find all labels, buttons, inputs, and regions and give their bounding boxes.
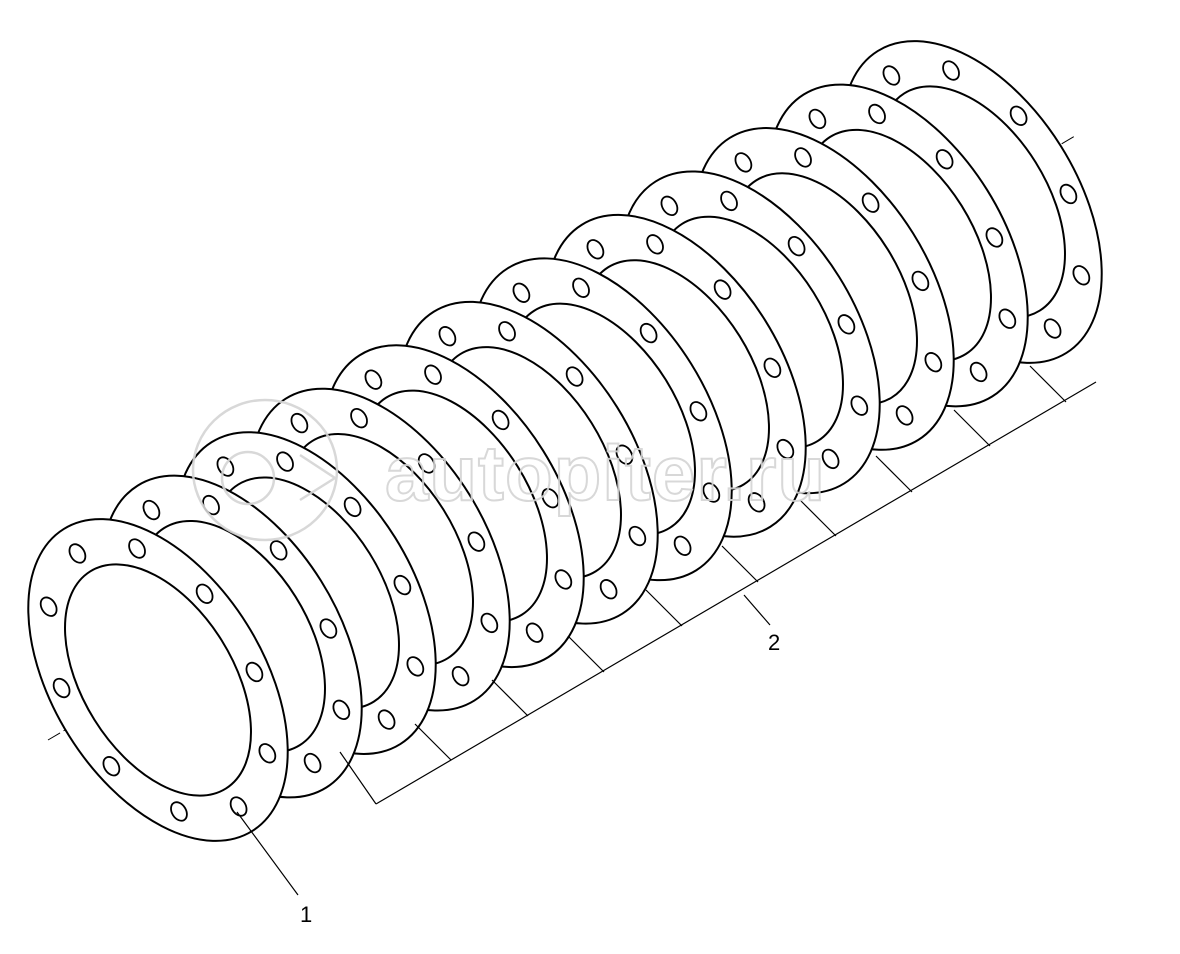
- bolt-hole: [68, 543, 87, 564]
- gasket-front: [27, 518, 289, 842]
- bolt-hole: [170, 801, 188, 822]
- bolt-hole: [628, 525, 647, 547]
- bolt-hole: [702, 482, 721, 503]
- bracket-tick: [721, 545, 759, 583]
- bolt-hole: [319, 618, 338, 639]
- bolt-hole: [52, 677, 71, 699]
- bolt-hole: [377, 709, 396, 730]
- watermark-logo-arrow: [299, 453, 338, 502]
- bolt-hole: [364, 369, 383, 390]
- bolt-hole: [1009, 105, 1028, 126]
- bolt-hole: [269, 540, 288, 561]
- bolt-hole: [942, 60, 960, 81]
- bolt-hole: [747, 492, 766, 513]
- plates-bracket: [339, 365, 1097, 805]
- bolt-hole: [343, 496, 362, 518]
- bolt-hole: [713, 279, 732, 300]
- bolt-hole: [290, 412, 309, 434]
- bolt-hole: [1059, 183, 1078, 205]
- bolt-hole: [332, 699, 351, 720]
- bolt-hole: [969, 361, 988, 383]
- watermark: autopiter.ru: [191, 398, 826, 542]
- bracket-tick: [414, 723, 452, 761]
- bolt-hole: [689, 401, 708, 422]
- bolt-hole: [451, 665, 470, 687]
- bolt-hole: [258, 743, 277, 764]
- bolt-hole: [808, 108, 827, 130]
- bolt-hole: [821, 448, 840, 470]
- bolt-hole: [776, 438, 795, 460]
- bolt-hole: [541, 488, 560, 509]
- bolt-hole: [985, 227, 1004, 248]
- bracket-tick: [953, 409, 991, 447]
- bolt-hole: [615, 444, 634, 465]
- watermark-logo-outer: [191, 398, 339, 542]
- bolt-hole: [393, 574, 412, 596]
- bolt-hole: [1043, 318, 1062, 339]
- callout-1-leader: [236, 811, 299, 896]
- bolt-hole: [303, 752, 322, 774]
- bracket-baseline: [375, 381, 1097, 805]
- bracket-tick: [567, 635, 605, 673]
- bolt-hole: [554, 569, 573, 590]
- bolt-hole: [586, 239, 605, 260]
- bolt-hole: [646, 234, 664, 255]
- callout-2-leader: [743, 594, 771, 626]
- bolt-hole: [1072, 265, 1091, 286]
- bolt-hole: [128, 538, 146, 559]
- bolt-hole: [438, 326, 457, 347]
- bolt-hole: [935, 149, 954, 170]
- bolt-hole: [525, 622, 544, 643]
- bolt-hole: [639, 322, 658, 344]
- bolt-hole: [787, 236, 806, 257]
- bolt-hole: [924, 352, 943, 373]
- callout-2-label: 2: [768, 630, 780, 655]
- bolt-hole: [794, 147, 812, 168]
- bolt-hole: [350, 408, 368, 429]
- bracket-tick: [491, 679, 529, 717]
- bolt-hole: [572, 277, 590, 298]
- bolt-hole: [467, 531, 486, 552]
- bolt-hole: [424, 364, 442, 385]
- bolt-hole: [417, 453, 436, 474]
- gasket-stack: [27, 40, 1103, 842]
- bolt-hole: [882, 65, 901, 86]
- bolt-hole: [142, 499, 161, 521]
- bracket-tick: [875, 455, 913, 493]
- bolt-hole: [998, 308, 1017, 329]
- bolt-hole: [720, 190, 738, 212]
- bolt-hole: [276, 451, 294, 472]
- bolt-hole: [245, 661, 264, 683]
- bolt-hole: [512, 282, 531, 303]
- bracket-tick: [1029, 365, 1067, 403]
- bolt-hole: [673, 535, 692, 556]
- bolt-hole: [895, 405, 914, 426]
- callout-1-label: 1: [300, 902, 312, 927]
- bracket-tick: [339, 751, 377, 805]
- bolt-hole: [868, 103, 886, 125]
- bolt-hole: [911, 270, 930, 292]
- watermark-logo-inner: [220, 450, 276, 506]
- bracket-tick: [645, 589, 683, 627]
- bracket-tick: [799, 499, 837, 537]
- bolt-hole: [102, 756, 121, 777]
- bolt-hole: [837, 314, 856, 335]
- bolt-hole: [763, 357, 782, 378]
- bolt-hole: [599, 579, 618, 600]
- bolt-hole: [491, 409, 510, 431]
- bolt-hole: [734, 152, 753, 173]
- gasket-inner-edge: [64, 563, 252, 797]
- bolt-hole: [565, 366, 584, 387]
- bolt-hole: [229, 796, 248, 817]
- bolt-hole: [861, 192, 880, 213]
- bolt-hole: [850, 395, 869, 416]
- watermark-text: autopiter.ru: [385, 429, 826, 517]
- bolt-hole: [480, 612, 499, 634]
- bolt-hole: [660, 195, 679, 217]
- bolt-hole: [39, 596, 58, 617]
- bolt-hole: [498, 321, 516, 342]
- bolt-hole: [195, 583, 214, 604]
- bolt-hole: [406, 656, 425, 677]
